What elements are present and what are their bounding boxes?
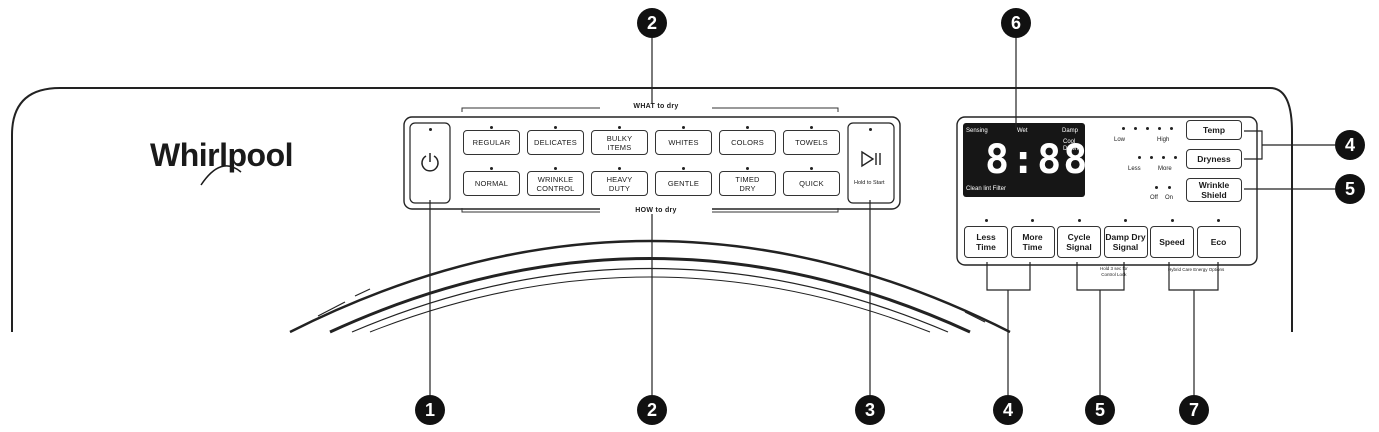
less-time-button[interactable]: Less Time: [964, 226, 1008, 258]
callout-4-right: 4: [1335, 130, 1365, 160]
cycle-led: [746, 167, 749, 170]
cycle-signal-led: [1077, 219, 1081, 222]
callout-3: 3: [855, 395, 885, 425]
cycle-button-normal[interactable]: NORMAL: [463, 171, 520, 196]
eco-button[interactable]: Eco: [1196, 226, 1241, 258]
brand-swoosh: [200, 165, 242, 186]
cycle-led: [554, 167, 557, 170]
lcd-cool-down: Cool Down: [1063, 139, 1079, 152]
dryness-more-label: More: [1158, 166, 1172, 172]
play-pause-icon[interactable]: [859, 150, 885, 168]
less-time-led: [984, 219, 988, 222]
callout-7: 7: [1179, 395, 1209, 425]
damp-dry-signal-led: [1124, 219, 1127, 222]
cycle-led: [810, 126, 813, 129]
wrinkle-shield-button[interactable]: Wrinkle Shield: [1186, 178, 1242, 202]
how-to-dry-label: HOW to dry: [600, 207, 712, 214]
hold-to-start-label: Hold to Start: [854, 180, 885, 186]
lcd-sensing: Sensing: [966, 128, 988, 134]
cycle-button-heavy-duty[interactable]: HEAVY DUTY: [591, 171, 648, 196]
cycle-led: [682, 126, 685, 129]
wrinkle-off-label: Off: [1150, 195, 1158, 201]
cycle-button-quick[interactable]: QUICK: [783, 171, 840, 196]
speed-led: [1170, 219, 1174, 222]
cycle-led: [554, 126, 557, 129]
callout-2-bottom: 2: [637, 395, 667, 425]
temp-button[interactable]: Temp: [1186, 120, 1242, 140]
cycle-button-whites[interactable]: WHITES: [655, 130, 712, 155]
power-icon[interactable]: [419, 151, 441, 173]
cycle-led: [682, 167, 685, 170]
cycle-led: [618, 167, 621, 170]
damp-dry-signal-button[interactable]: Damp Dry Signal: [1103, 226, 1148, 258]
callout-6: 6: [1001, 8, 1031, 38]
cycle-button-colors[interactable]: COLORS: [719, 130, 776, 155]
what-to-dry-label: WHAT to dry: [600, 103, 712, 110]
temp-high-label: High: [1157, 137, 1170, 143]
cycle-button-gentle[interactable]: GENTLE: [655, 171, 712, 196]
cycle-led: [490, 126, 493, 129]
cycle-button-wrinkle-control[interactable]: WRINKLE CONTROL: [527, 171, 584, 196]
cycle-signal-button[interactable]: Cycle Signal: [1057, 226, 1101, 258]
cycle-button-bulky-items[interactable]: BULKY ITEMS: [591, 130, 648, 155]
more-time-led: [1031, 219, 1034, 222]
wrinkle-on-label: On: [1165, 195, 1174, 201]
callout-4-bottom: 4: [993, 395, 1023, 425]
cycle-led: [618, 126, 621, 129]
cycle-led: [746, 126, 749, 129]
dryness-less-label: Less: [1128, 166, 1141, 172]
lcd-damp: Damp: [1062, 128, 1079, 134]
hybrid-care-note: Hybrid Care Energy Options: [1168, 267, 1225, 272]
power-led: [429, 128, 432, 131]
callout-5-right: 5: [1335, 174, 1365, 204]
cycle-button-regular[interactable]: REGULAR: [463, 130, 520, 155]
more-time-button[interactable]: More Time: [1010, 226, 1055, 258]
cycle-led: [810, 167, 813, 170]
cycle-button-towels[interactable]: TOWELS: [783, 130, 840, 155]
eco-led: [1217, 219, 1220, 222]
lcd-clean-filter: Clean lint Filter: [966, 186, 1007, 192]
cycle-led: [490, 167, 493, 170]
lcd-wet: Wet: [1017, 128, 1028, 134]
control-lock-note: Hold 3 sec for Control Lock: [1100, 266, 1128, 277]
callout-1: 1: [415, 395, 445, 425]
start-led: [869, 128, 872, 131]
callout-5-bottom: 5: [1085, 395, 1115, 425]
lcd-digits: 8:88: [985, 137, 1090, 183]
speed-button[interactable]: Speed: [1150, 226, 1194, 258]
cycle-button-timed-dry[interactable]: TIMED DRY: [719, 171, 776, 196]
cycle-button-delicates[interactable]: DELICATES: [527, 130, 584, 155]
callout-2-top: 2: [637, 8, 667, 38]
dryness-button[interactable]: Dryness: [1186, 149, 1242, 169]
temp-low-label: Low: [1114, 137, 1126, 143]
